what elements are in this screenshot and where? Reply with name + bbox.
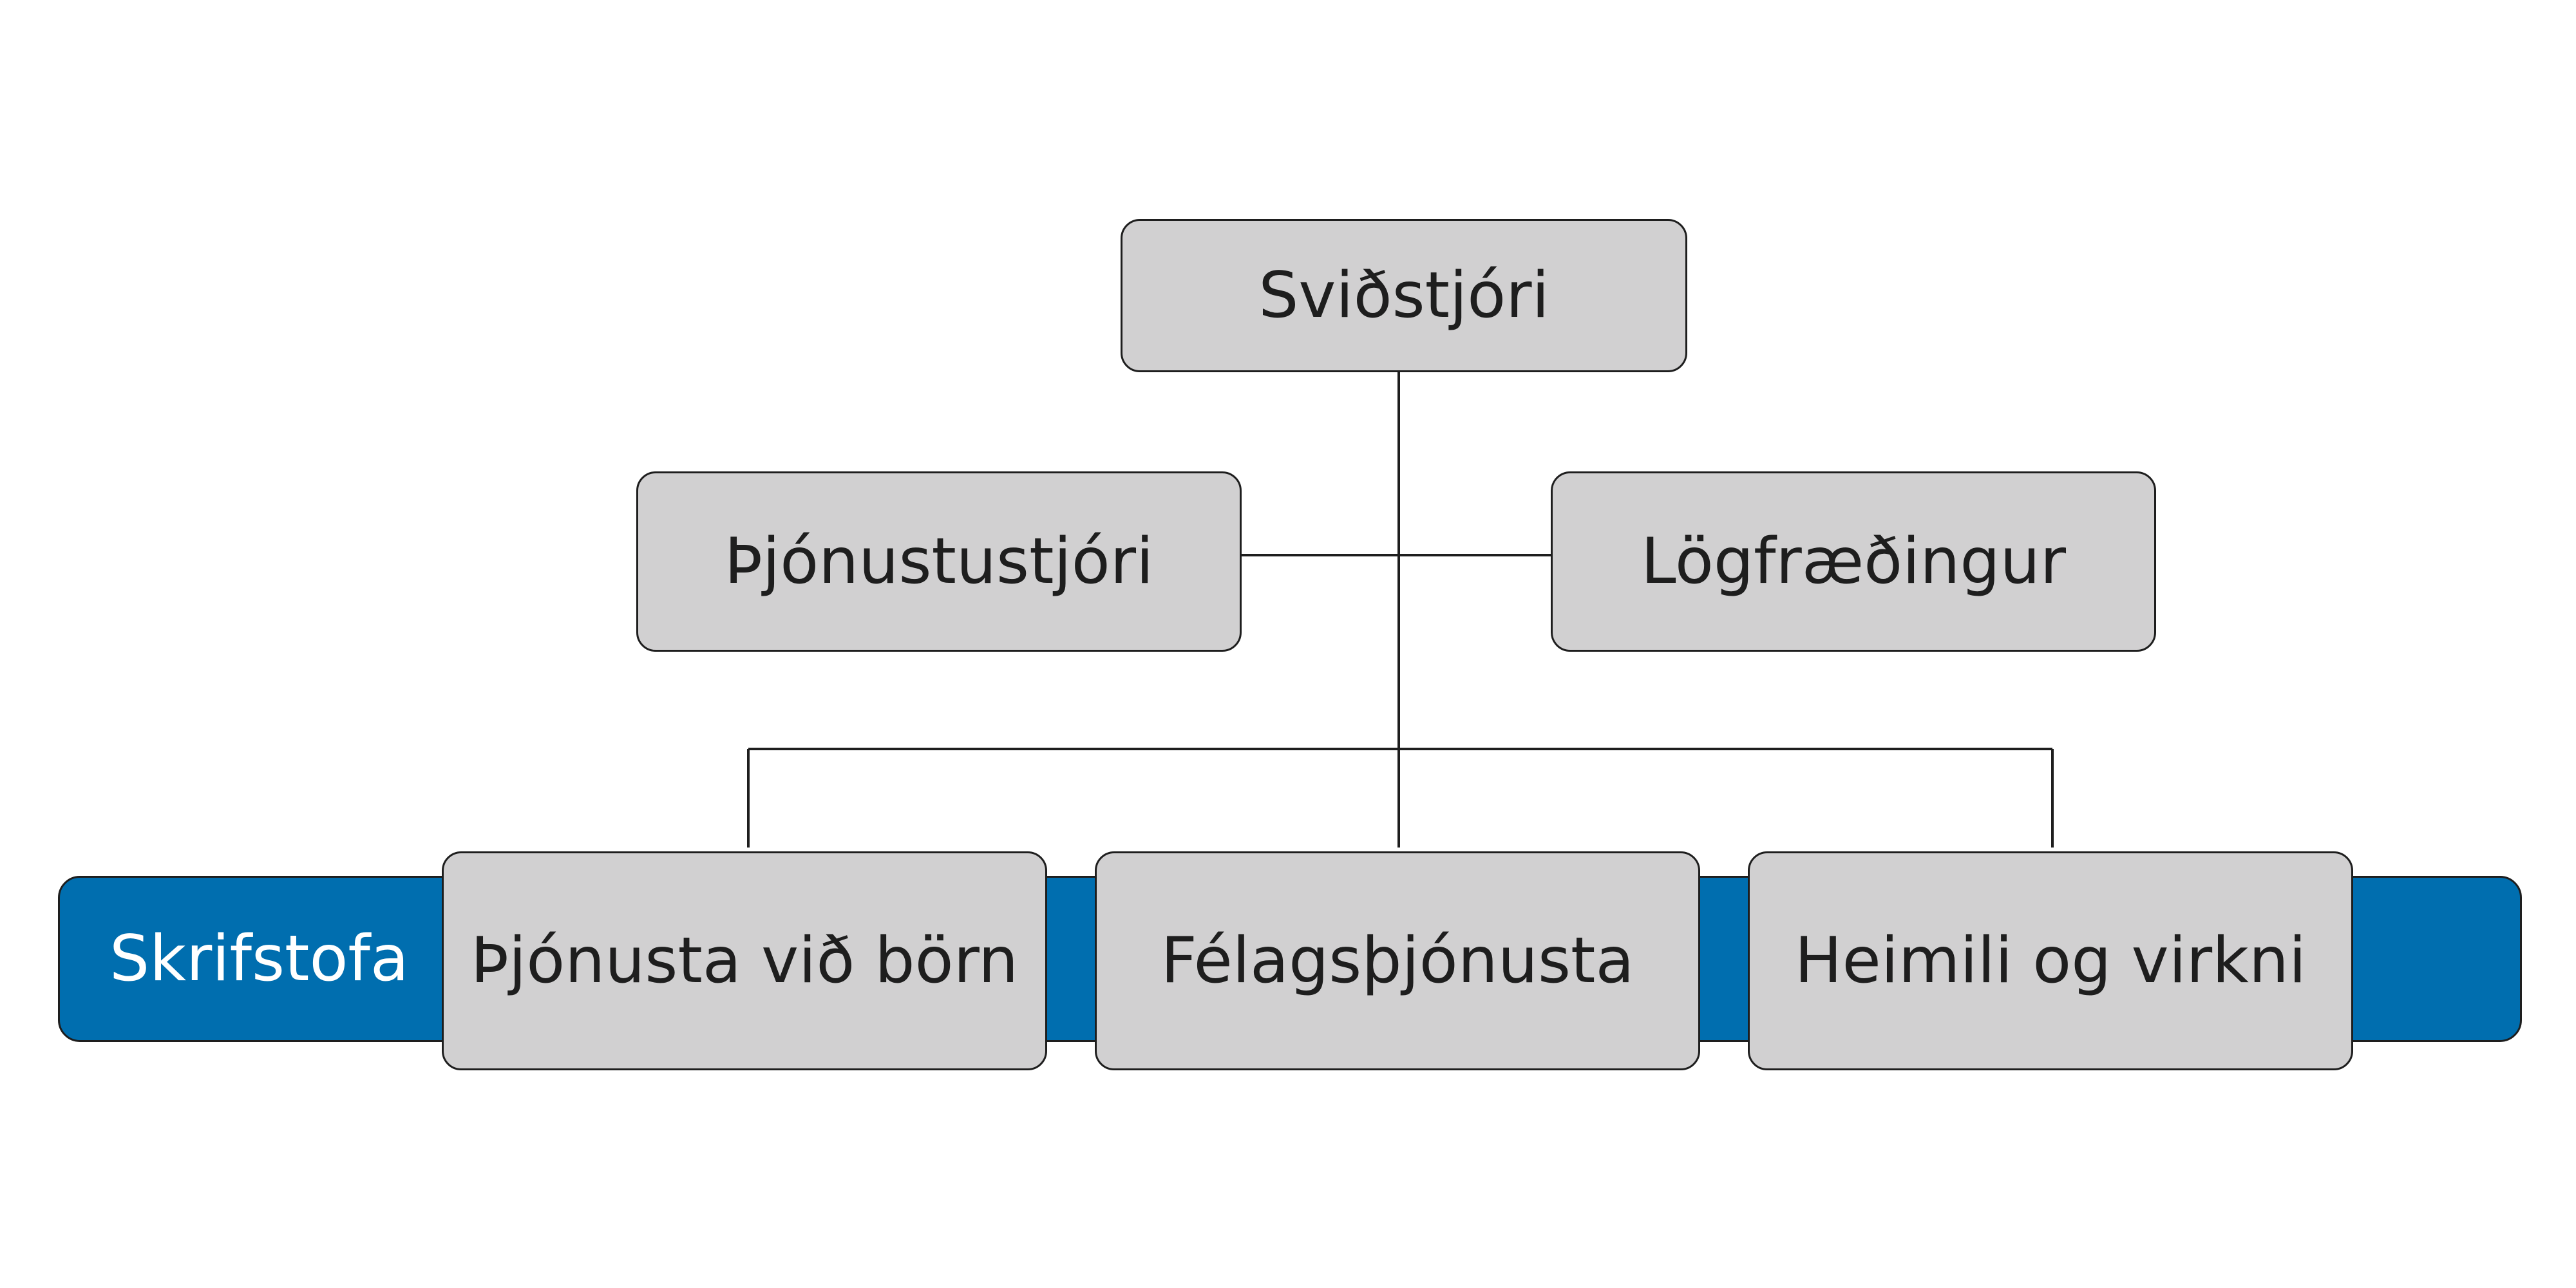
director-box: Sviðstjóri xyxy=(1121,219,1687,372)
children-services-box: Þjónusta við börn xyxy=(442,851,1047,1070)
director-label: Sviðstjóri xyxy=(1258,259,1549,332)
social-services-label: Félagsþjónusta xyxy=(1160,924,1634,998)
home-and-activity-label: Heimili og virkni xyxy=(1794,924,2307,998)
lawyer-label: Lögfræðingur xyxy=(1641,525,2066,598)
service-manager-label: Þjónustustjóri xyxy=(724,525,1154,598)
children-services-label: Þjónusta við börn xyxy=(470,924,1019,998)
service-manager-box: Þjónustustjóri xyxy=(636,471,1242,652)
office-band-label: Skrifstofa xyxy=(109,922,409,996)
social-services-box: Félagsþjónusta xyxy=(1095,851,1700,1070)
lawyer-box: Lögfræðingur xyxy=(1551,471,2156,652)
home-and-activity-box: Heimili og virkni xyxy=(1748,851,2353,1070)
